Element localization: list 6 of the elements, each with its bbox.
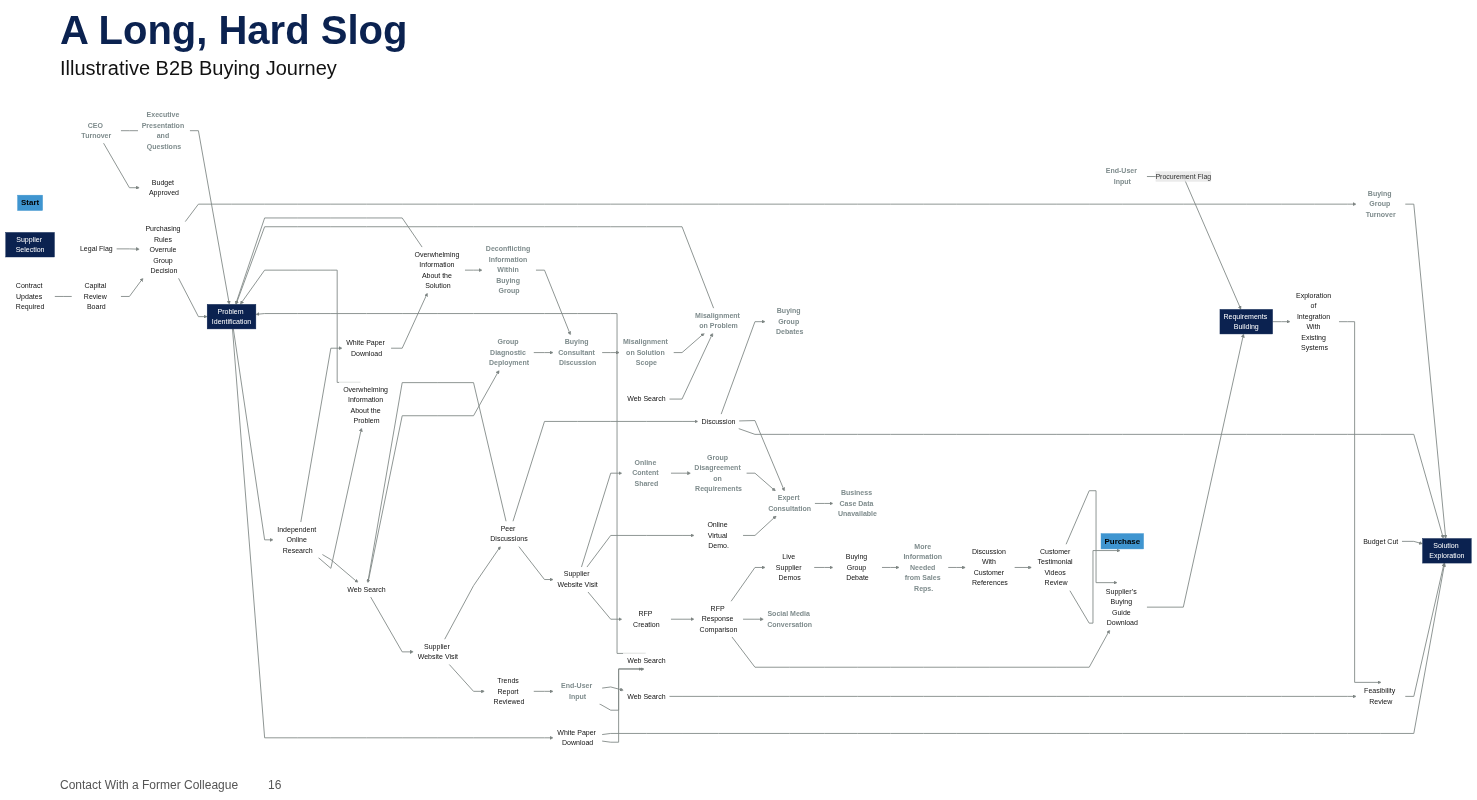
- subtitle: Illustrative B2B Buying Journey: [60, 57, 338, 80]
- connector: [120, 130, 139, 132]
- title: A Long, Hard Slog: [60, 8, 409, 53]
- connector: [54, 296, 73, 297]
- note-text: Contact With a Former Colleague: [60, 778, 239, 792]
- note-text: 16: [268, 778, 282, 792]
